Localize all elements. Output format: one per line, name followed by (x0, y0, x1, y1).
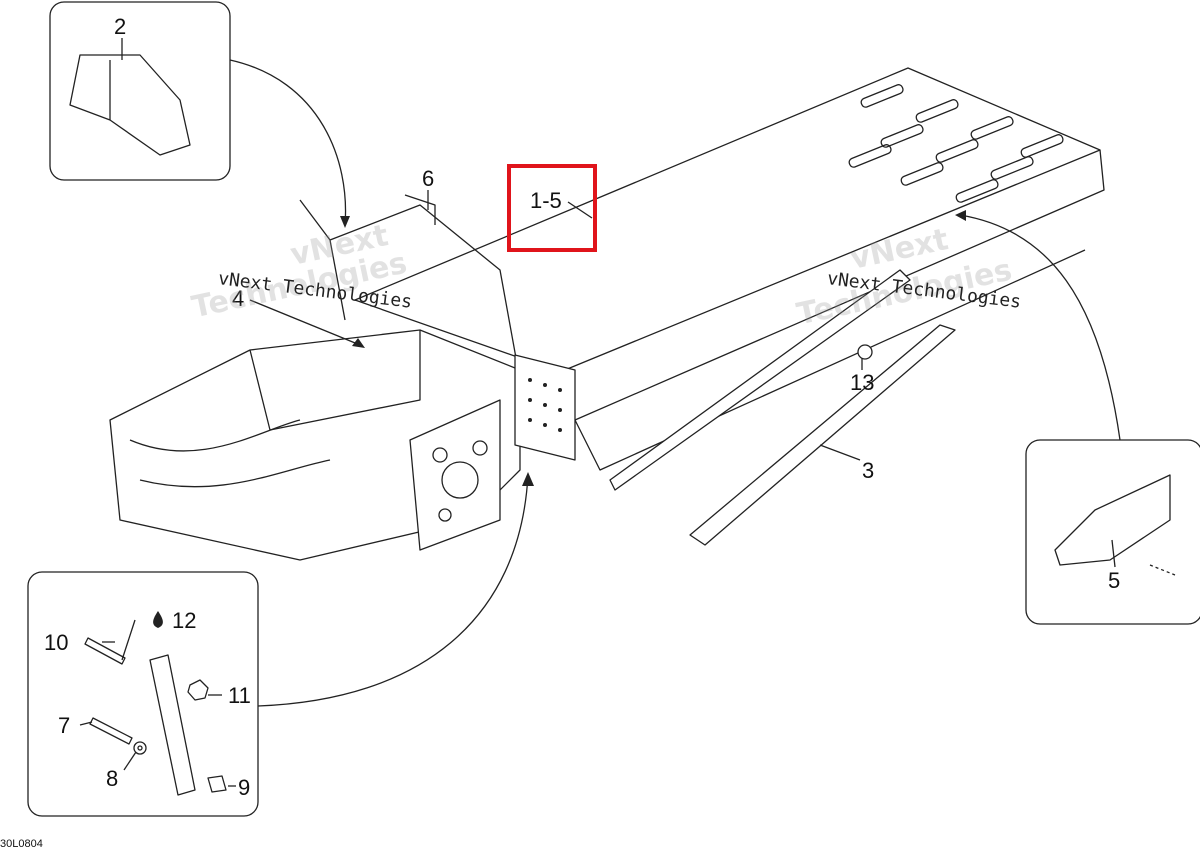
callout-10: 10 (44, 630, 69, 655)
inset-panel-2 (49, 1, 231, 181)
tunnel-deck (354, 67, 1101, 373)
callout-8: 8 (106, 766, 119, 791)
diagram-code: 30L0804 (0, 838, 43, 850)
inset-panel-5 (1025, 439, 1200, 625)
callout-2: 2 (114, 14, 127, 39)
running-board-rail (689, 324, 956, 546)
callout-3: 3 (862, 458, 875, 483)
steering-support (329, 204, 521, 381)
deck-slots (848, 84, 1064, 203)
callout-13: 13 (850, 370, 875, 395)
washer-8 (133, 741, 147, 755)
callout-9: 9 (238, 775, 251, 800)
bolt-10 (84, 637, 126, 665)
callout-6: 6 (422, 166, 435, 191)
callout-7: 7 (58, 713, 71, 738)
oil-drop-icon (153, 611, 163, 628)
callout-1-5[interactable]: 1-5 (530, 188, 562, 213)
nut-11 (187, 679, 209, 701)
callout-11: 11 (228, 683, 251, 708)
callout-5: 5 (1108, 568, 1121, 593)
highlight-box (507, 164, 597, 252)
callout-12: 12 (172, 608, 197, 633)
callout-4: 4 (232, 286, 245, 311)
inset-panel-hardware (27, 571, 259, 817)
nut-9 (207, 775, 227, 793)
strap (149, 654, 196, 796)
